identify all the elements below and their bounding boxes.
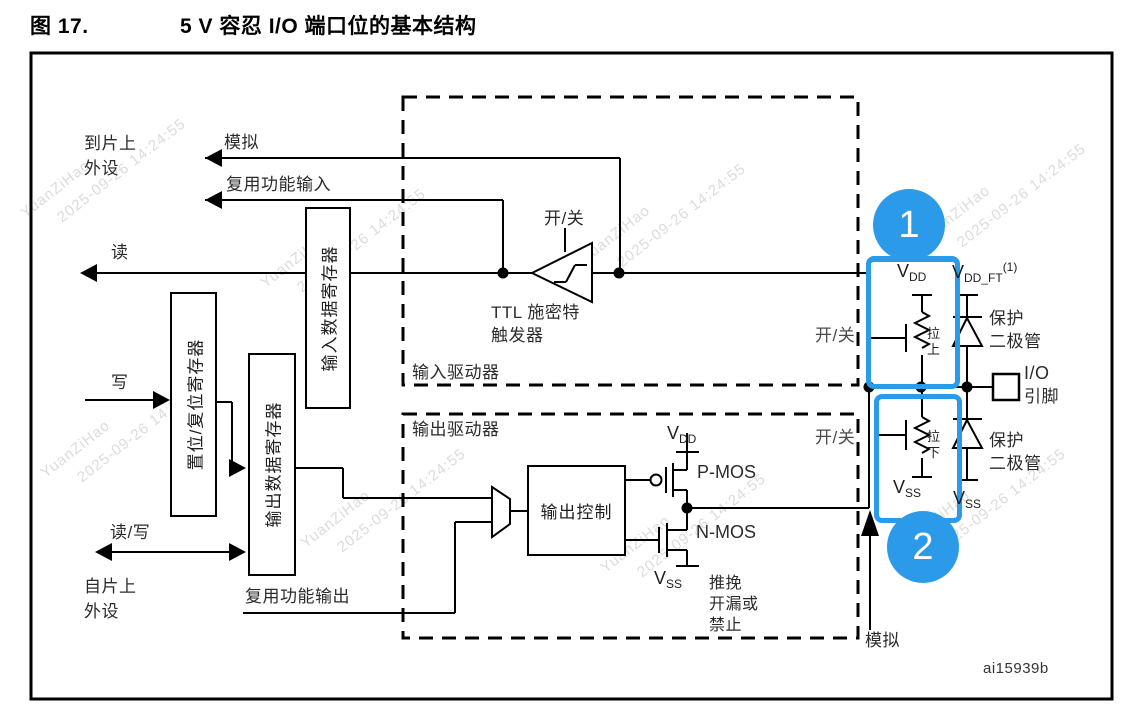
vdd-sub: DD	[679, 432, 697, 446]
vss-outer-sub: SS	[965, 497, 982, 511]
read-write-label: 读/写	[110, 523, 151, 542]
write-label: 写	[111, 373, 129, 392]
marker-2-badge: 2	[887, 511, 959, 583]
output-data-register-label: 输出数据寄存器	[264, 401, 284, 528]
vddft-sub: DD_FT	[964, 271, 1003, 285]
af-input-label: 复用功能输入	[226, 175, 331, 194]
vdd-pullup-base: V	[897, 261, 910, 281]
read-wire	[80, 264, 869, 282]
ttl-schmitt-line2: 触发器	[491, 326, 544, 345]
pull-up-char2: 上	[927, 342, 941, 357]
vdd-output-stage-label: VDD	[667, 423, 696, 446]
to-peripheral-line1: 到片上	[84, 134, 137, 153]
ttl-schmitt-label: TTL 施密特 触发器	[491, 301, 580, 347]
output-driver-dashed-box	[401, 412, 860, 640]
vss-pulldown-label: VSS	[893, 477, 921, 500]
pull-down-char1: 拉	[927, 429, 941, 444]
vddft-base: V	[952, 262, 965, 282]
set-reset-to-output-wire	[213, 401, 246, 477]
mux-symbol	[491, 485, 527, 539]
to-peripheral-line2: 外设	[84, 159, 119, 178]
output-mode-label: 推挽 开漏或 禁止	[709, 573, 759, 636]
pulldown-on-off-label: 开/关	[815, 428, 856, 447]
pull-down-char2: 下	[927, 445, 941, 460]
input-driver-label: 输入驱动器	[412, 363, 500, 382]
read-label: 读	[111, 243, 129, 262]
figure-number: 图 17.	[30, 15, 89, 38]
vddft-footnote: (1)	[1002, 260, 1018, 274]
analog-top-label: 模拟	[224, 133, 259, 152]
output-data-to-mux-wire	[292, 467, 492, 499]
vss-sub: SS	[666, 577, 683, 591]
analog-bottom-label: 模拟	[865, 631, 900, 650]
input-data-register-box: 输入数据寄存器	[305, 207, 351, 409]
from-peripheral-line2: 外设	[84, 602, 119, 621]
ttl-schmitt-line1: TTL 施密特	[491, 303, 580, 322]
figure-title: 5 V 容忍 I/O 端口位的基本结构	[180, 15, 477, 38]
pullup-on-off-label: 开/关	[815, 326, 856, 345]
pull-up-circuit	[868, 294, 932, 387]
input-driver-dashed-box	[401, 95, 860, 387]
vdd-base: V	[667, 423, 680, 443]
io-pin-line2: 引脚	[1024, 387, 1059, 406]
vdd-pullup-label: VDD	[897, 261, 926, 284]
pull-up-label: 拉 上	[927, 326, 940, 358]
af-input-wire	[205, 191, 504, 273]
schmitt-on-off-label: 开/关	[544, 209, 585, 228]
set-reset-register-label: 置位/复位寄存器	[186, 338, 206, 471]
pull-up-highlight-box	[866, 256, 960, 389]
from-peripheral-line1: 自片上	[84, 577, 137, 596]
gate-drive-wires	[622, 479, 659, 541]
vss-inner-sub: SS	[905, 486, 922, 500]
input-data-register-label: 输入数据寄存器	[320, 245, 340, 371]
marker-1-number: 1	[898, 203, 920, 246]
read-write-wire	[95, 543, 246, 561]
vss-diode-label: VSS	[953, 488, 981, 511]
analog-bottom-wire	[861, 510, 879, 630]
output-data-register-box: 输出数据寄存器	[248, 353, 296, 576]
write-wire	[85, 391, 170, 409]
from-peripheral-label: 自片上 外设	[84, 574, 137, 624]
analog-input-wire	[205, 149, 621, 273]
nmos-label: N-MOS	[696, 522, 756, 542]
vddft-label: VDD_FT(1)	[952, 260, 1017, 285]
pmos-label: P-MOS	[697, 462, 757, 482]
vss-output-stage-label: VSS	[654, 568, 682, 591]
pull-down-circuit	[876, 387, 932, 478]
protection-diode-top-line2: 二极管	[989, 332, 1042, 351]
marker-2-number: 2	[912, 525, 934, 568]
pull-up-char1: 拉	[927, 326, 941, 341]
schmitt-trigger-symbol	[529, 228, 593, 304]
figure-frame	[29, 51, 1114, 701]
protection-diode-top-label: 保护 二极管	[989, 307, 1042, 353]
vdd-pullup-sub: DD	[909, 270, 927, 284]
output-mode-line2: 开漏或	[709, 596, 759, 613]
pull-down-highlight-box	[874, 394, 962, 523]
vss-inner-base: V	[893, 477, 906, 497]
af-output-label: 复用功能输出	[245, 587, 350, 606]
io-pin-pad	[991, 372, 1021, 402]
pull-down-label: 拉 下	[927, 429, 940, 461]
set-reset-register-box: 置位/复位寄存器	[170, 292, 217, 517]
protection-diode-top-line1: 保护	[989, 309, 1024, 328]
protection-diode-bottom-line2: 二极管	[989, 454, 1042, 473]
to-peripheral-label: 到片上 外设	[84, 131, 137, 181]
output-mode-line1: 推挽	[709, 575, 743, 592]
pmos-symbol	[649, 433, 699, 508]
marker-1-badge: 1	[873, 189, 945, 261]
figure-code: ai15939b	[983, 660, 1049, 677]
af-output-wire	[243, 521, 492, 614]
vss-outer-base: V	[953, 488, 966, 508]
protection-diode-bottom-label: 保护 二极管	[989, 429, 1042, 475]
output-control-label: 输出控制	[540, 503, 613, 522]
output-control-box: 输出控制	[527, 465, 626, 556]
vss-base: V	[654, 568, 667, 588]
output-mode-line3: 禁止	[709, 617, 743, 634]
io-pin-label: I/O 引脚	[1024, 362, 1059, 408]
output-driver-label: 输出驱动器	[412, 420, 500, 439]
protection-diode-bottom-line1: 保护	[989, 431, 1024, 450]
nmos-symbol	[658, 508, 699, 567]
io-pin-line1: I/O	[1024, 363, 1050, 383]
